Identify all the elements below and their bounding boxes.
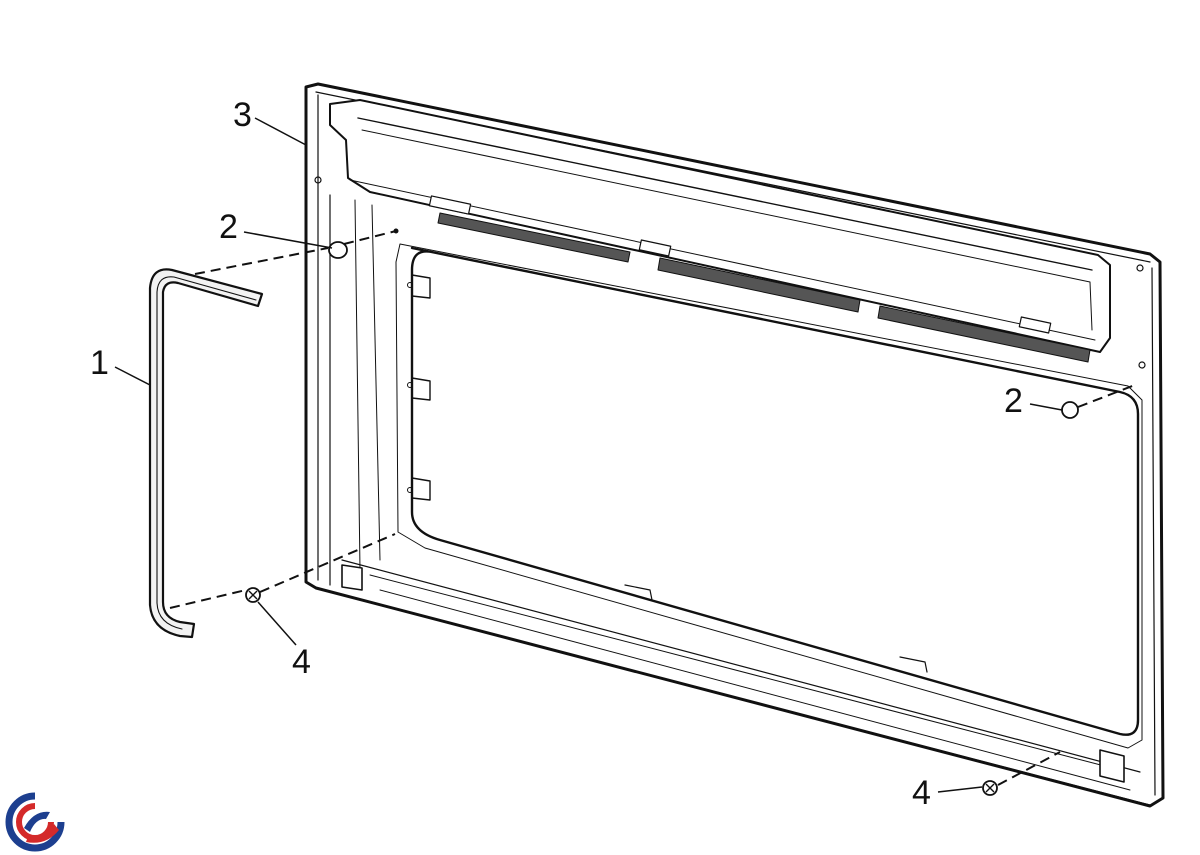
- callout-screw-left: 4: [292, 643, 311, 681]
- leader-lines: [114, 117, 1063, 793]
- stud-right: [1061, 401, 1079, 419]
- screw-left: [245, 587, 261, 603]
- screw-bottom-right: [982, 780, 998, 796]
- callout-stud-upper-left: 2: [219, 208, 238, 246]
- door-gasket-part: [148, 268, 264, 639]
- brand-logo-icon: [5, 792, 65, 852]
- callout-gasket: 1: [90, 344, 109, 382]
- callout-stud-right: 2: [1004, 382, 1023, 420]
- callout-screw-bottom-right: 4: [912, 774, 931, 812]
- assembly-lines: [169, 230, 1136, 786]
- callout-door-frame: 3: [233, 96, 252, 134]
- door-frame-part: [304, 82, 1165, 808]
